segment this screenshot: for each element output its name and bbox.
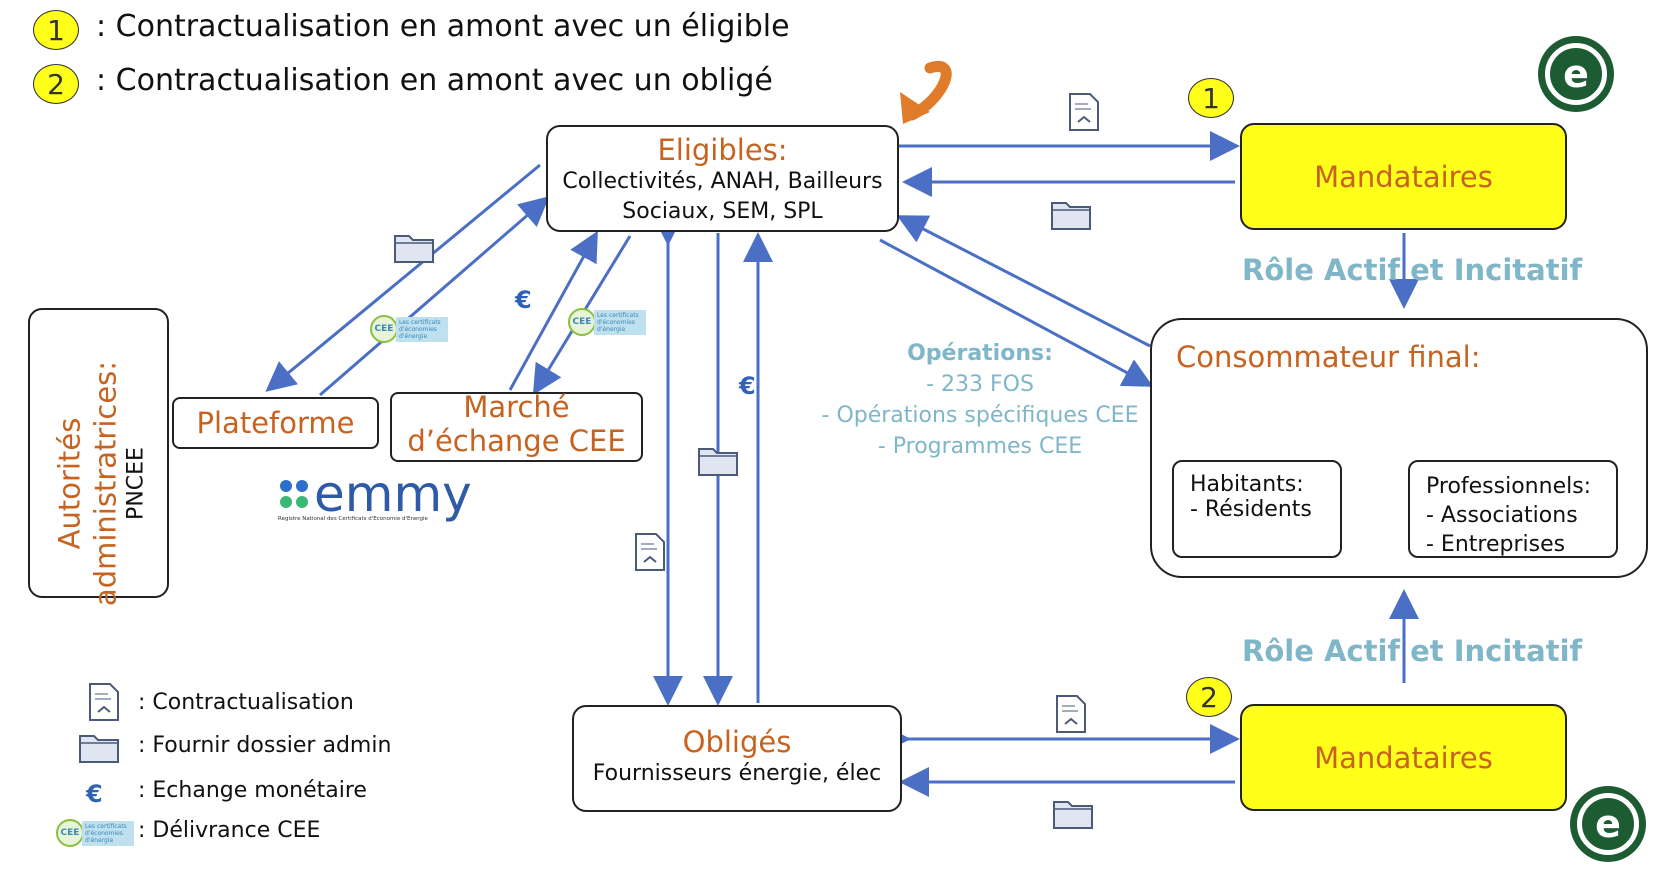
contract-icon [1056, 695, 1086, 733]
legend-contract-icon [89, 683, 119, 721]
mandataires-bottom-label: Mandataires [1314, 740, 1493, 775]
euro-icon: € [739, 372, 756, 400]
emmy-word: emmy [314, 465, 472, 523]
obliges-sub: Fournisseurs énergie, élec [592, 761, 882, 786]
euro-icon: € [515, 286, 532, 314]
marche-line2: d’échange CEE [407, 424, 626, 458]
autorites-title: Autorités administratrices: [52, 360, 123, 607]
role-bottom-label: Rôle Actif et Incitatif [1242, 634, 1583, 668]
mandataires-bottom-box: Mandataires [1240, 704, 1567, 811]
mandataires-bottom-number: 2 [1186, 677, 1232, 717]
habitants-line1: Habitants: [1190, 472, 1304, 497]
legend-number-2: 2 [33, 64, 79, 104]
habitants-box: Habitants: - Résidents [1172, 460, 1342, 558]
contract-icon [1069, 93, 1099, 131]
autorites-text: Autorités administratrices: PNCEE [52, 334, 149, 634]
consommateur-box: Consommateur final: Habitants: - Résiden… [1150, 318, 1648, 578]
operations-block: Opérations: - 233 FOS - Opérations spéci… [810, 338, 1150, 462]
role-top-label: Rôle Actif et Incitatif [1242, 253, 1583, 287]
plateforme-label: Plateforme [196, 406, 355, 440]
folder-icon [1053, 801, 1093, 829]
emmy-logo: emmy Registre National des Certificats d… [278, 465, 478, 523]
professionnels-line3: - Entreprises [1426, 532, 1566, 557]
legend-folder-icon [79, 735, 119, 763]
legend-folder-text: : Fournir dossier admin [138, 733, 392, 758]
eligibles-title: Eligibles: [657, 133, 788, 167]
legend-cee-text: : Délivrance CEE [138, 818, 321, 843]
operations-title: Opérations: [907, 341, 1053, 366]
folder-icon [394, 235, 434, 263]
autorites-box: Autorités administratrices: PNCEE [28, 308, 169, 606]
obliges-box: Obligés Fournisseurs énergie, élec [572, 705, 902, 812]
emmy-subtitle: Registre National des Certificats d'Econ… [278, 516, 428, 522]
plateforme-box: Plateforme [172, 397, 379, 449]
operations-line3: - Programmes CEE [877, 434, 1083, 459]
operations-line1: - 233 FOS [926, 372, 1034, 397]
marche-line1: Marché [463, 390, 570, 424]
legend-number-1: 1 [33, 10, 79, 50]
marche-box: Marché d’échange CEE [390, 390, 643, 462]
professionnels-line1: Professionnels: [1426, 474, 1592, 499]
folder-icon [1051, 202, 1091, 230]
contract-icon [635, 533, 665, 571]
legend-euro-text: : Echange monétaire [138, 778, 367, 803]
legend-text-2: : Contractualisation en amont avec un ob… [96, 63, 773, 98]
eligibles-box: Eligibles: Collectivités, ANAH, Bailleur… [546, 125, 899, 232]
obliges-title: Obligés [682, 725, 792, 759]
brand-logo-bottom: e [1570, 786, 1646, 862]
brand-logo-top: e [1538, 36, 1614, 112]
eligibles-line2: Sociaux, SEM, SPL [622, 199, 823, 224]
legend-text-1: : Contractualisation en amont avec un él… [96, 9, 790, 44]
eligibles-line1: Collectivités, ANAH, Bailleurs [562, 169, 883, 194]
mandataires-top-box: Mandataires [1240, 123, 1567, 230]
consommateur-title: Consommateur final: [1176, 340, 1481, 374]
emmy-dots-icon [280, 480, 308, 508]
folder-icon [698, 448, 738, 476]
autorites-sub: PNCEE [123, 447, 149, 520]
legend-euro-icon: € [86, 780, 103, 808]
operations-line2: - Opérations spécifiques CEE [821, 403, 1139, 428]
habitants-line2: - Résidents [1190, 497, 1312, 522]
mandataires-top-label: Mandataires [1314, 159, 1493, 194]
mandataires-top-number: 1 [1188, 78, 1234, 118]
professionnels-line2: - Associations [1426, 503, 1578, 528]
professionnels-box: Professionnels: - Associations - Entrepr… [1408, 460, 1618, 558]
legend-contract-text: : Contractualisation [138, 690, 354, 715]
